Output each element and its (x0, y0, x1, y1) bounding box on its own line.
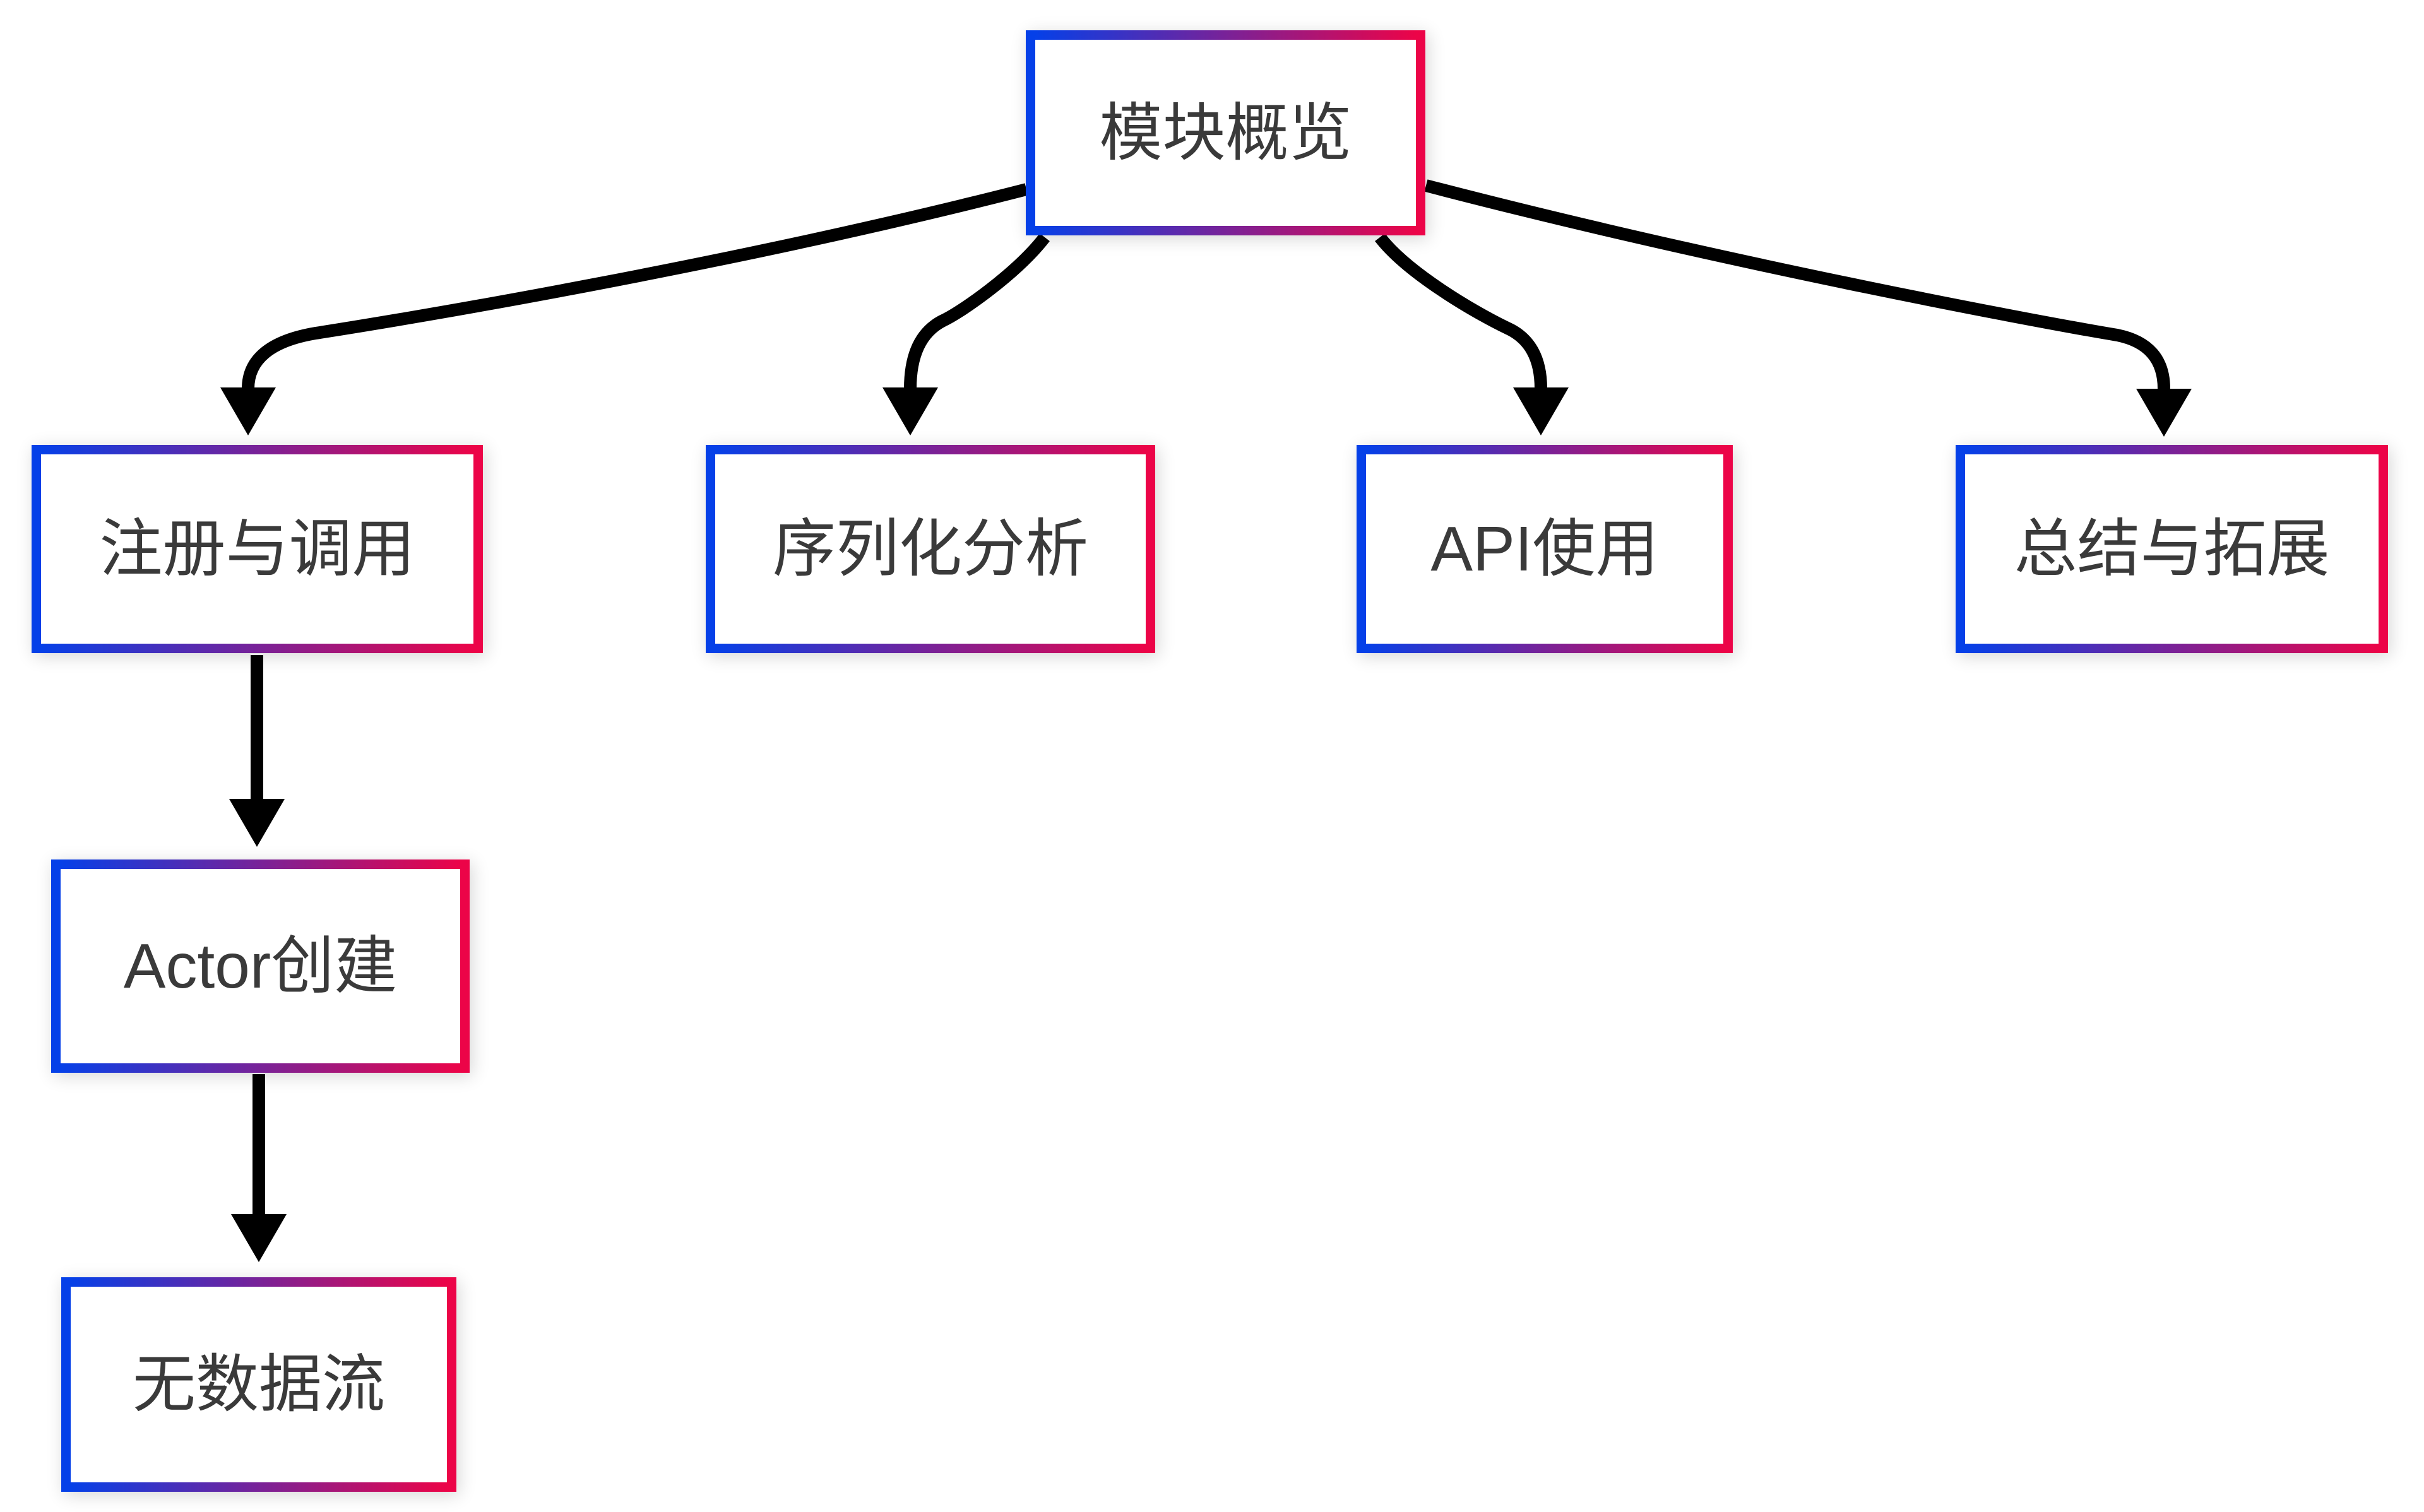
arrowhead-serialize-icon (882, 387, 938, 435)
edge-overview-summary (1424, 179, 2170, 389)
arrowhead-summary-icon (2136, 389, 2192, 437)
node-register: 注册与调用 (32, 445, 483, 653)
arrowhead-api-icon (1513, 387, 1569, 435)
node-nodata-label: 无数据流 (133, 1349, 385, 1420)
node-serialize-label: 序列化分析 (773, 514, 1088, 584)
node-register-label: 注册与调用 (99, 514, 415, 584)
arrowhead-register-icon (220, 387, 276, 435)
arrowhead-nodata-icon (231, 1214, 287, 1262)
edge-overview-api (1375, 233, 1547, 389)
node-api-label: API使用 (1430, 514, 1659, 584)
edge-overview-serialize (904, 233, 1050, 389)
node-overview-label: 模块概览 (1099, 97, 1352, 168)
edge-overview-register (242, 183, 1028, 389)
node-summary: 总结与拓展 (1956, 445, 2388, 653)
node-summary-label: 总结与拓展 (2014, 514, 2330, 584)
node-api: API使用 (1357, 445, 1733, 653)
node-nodata: 无数据流 (61, 1277, 456, 1492)
arrowhead-actor-icon (229, 799, 285, 847)
node-serialize: 序列化分析 (706, 445, 1155, 653)
node-actor-label: Actor创建 (123, 931, 398, 1001)
node-actor: Actor创建 (51, 859, 470, 1073)
node-overview: 模块概览 (1026, 30, 1425, 235)
